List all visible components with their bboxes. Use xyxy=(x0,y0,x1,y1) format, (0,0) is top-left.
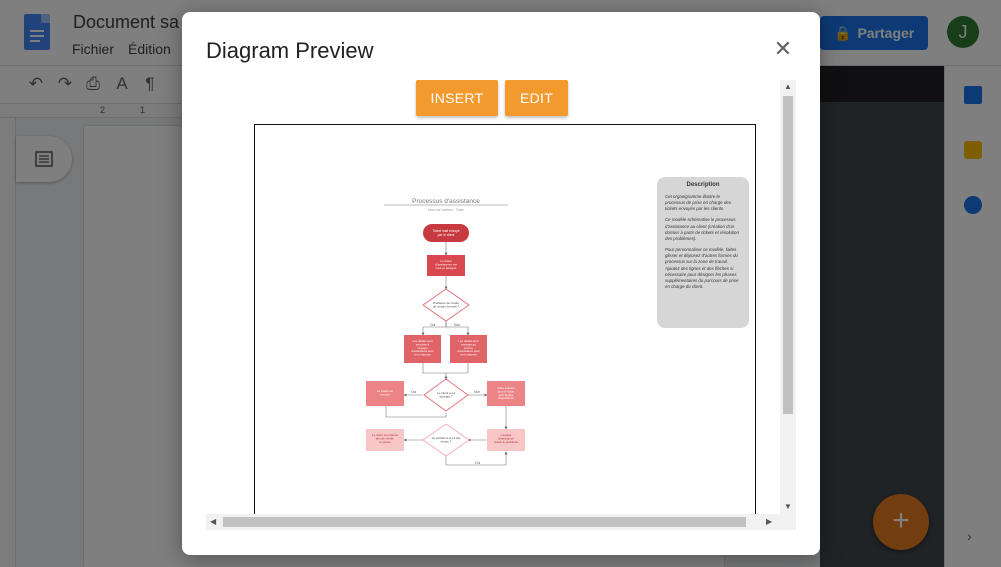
horizontal-scrollbar[interactable]: ◀ ▶ xyxy=(206,514,796,530)
flowchart: Processus d'assistance Nom de l'auteur ·… xyxy=(366,198,525,466)
edge-label: Oui xyxy=(430,323,436,327)
scroll-left-icon[interactable]: ◀ xyxy=(210,517,217,526)
diagram-title: Processus d'assistance xyxy=(412,198,480,205)
description-paragraph: Pour personnaliser ce modèle, faites gli… xyxy=(665,247,739,290)
flow-process-node xyxy=(366,429,404,451)
scroll-up-icon[interactable]: ▲ xyxy=(784,82,792,91)
diagram-viewer[interactable]: Processus d'assistance Nom de l'auteur ·… xyxy=(206,80,796,530)
close-icon[interactable]: ✕ xyxy=(773,36,793,61)
edge-labels: Oui Non Oui Non Oui xyxy=(411,323,481,465)
description-title: Description xyxy=(686,182,720,188)
diagram-preview-dialog: Diagram Preview ✕ Processus d'assistance… xyxy=(182,12,820,555)
flow-process-node xyxy=(487,429,525,451)
flow-process-node xyxy=(427,255,465,276)
edge-label: Non xyxy=(454,323,460,327)
diagram-subtitle: Nom de l'auteur · Date xyxy=(428,208,464,212)
flow-process-node xyxy=(450,335,487,363)
scroll-right-icon[interactable]: ▶ xyxy=(766,517,773,526)
flow-process-node xyxy=(404,335,441,363)
dialog-title: Diagram Preview xyxy=(206,38,374,63)
horizontal-scroll-thumb[interactable] xyxy=(223,517,746,527)
edge-label: Oui xyxy=(475,461,481,465)
description-paragraph: Ce modèle schématise le processus d'assi… xyxy=(665,217,739,241)
connectors xyxy=(385,242,508,466)
description-paragraph: Cet organigramme illustre le processus d… xyxy=(665,194,731,212)
insert-button[interactable]: INSERT xyxy=(416,80,498,116)
vertical-scrollbar[interactable]: ▲ ▼ xyxy=(780,80,796,514)
edge-label: Non xyxy=(474,390,480,394)
flow-decision-node xyxy=(423,378,469,412)
edit-button[interactable]: EDIT xyxy=(505,80,568,116)
scroll-down-icon[interactable]: ▼ xyxy=(784,502,792,511)
diagram-sheet: Processus d'assistance Nom de l'auteur ·… xyxy=(254,124,756,524)
flow-process-node xyxy=(487,381,525,406)
flow-process-node xyxy=(366,381,404,406)
flow-decision-node xyxy=(422,423,470,457)
vertical-scroll-thumb[interactable] xyxy=(783,96,793,414)
flow-start-node xyxy=(423,224,469,242)
flow-decision-node xyxy=(422,288,470,322)
description-box: Description Cet organigramme illustre le… xyxy=(657,177,749,328)
edge-label: Oui xyxy=(411,390,417,394)
